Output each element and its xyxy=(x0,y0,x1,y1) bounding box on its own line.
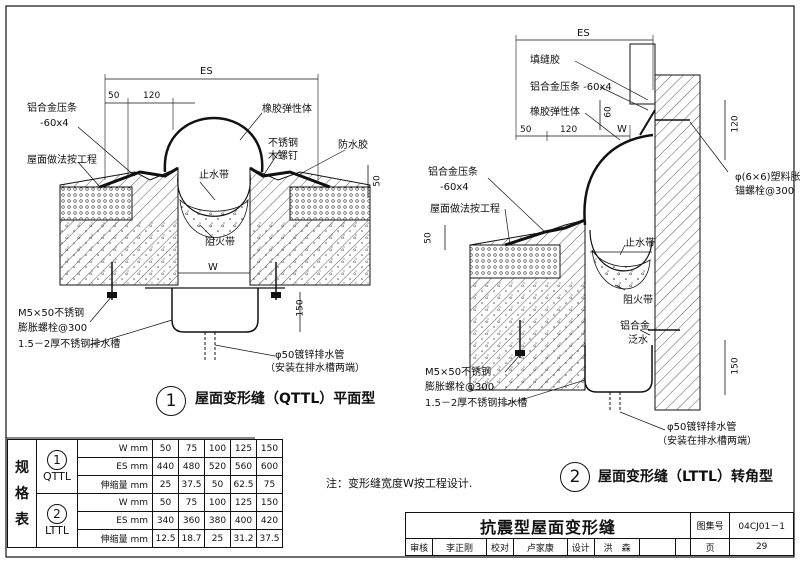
left-dim-right-50: 50 xyxy=(372,175,383,187)
left-label-water-stop: 止水带 xyxy=(199,170,229,181)
left-label-fire-glue: 防水胶 xyxy=(338,140,368,151)
spec-group-qttl: 1 QTTL xyxy=(36,439,78,494)
right-label-al-strip-size: -60x4 xyxy=(440,182,469,193)
right-caption: 屋面变形缝（LTTL）转角型 xyxy=(598,469,773,485)
right-label-al-flash-line1: 铝合金 xyxy=(620,321,650,332)
right-label-plastic-line1: φ(6×6)塑料胀 xyxy=(735,172,800,183)
page-number: 29 xyxy=(729,538,794,556)
atlas-label: 图集号 xyxy=(689,512,731,539)
right-dim-v120: 120 xyxy=(730,115,741,133)
title-block: 抗震型屋面变形缝 图集号 04CJ01－1 审核 李正刚 校对 卢家康 设计 洪… xyxy=(404,512,794,556)
designer-signature xyxy=(639,538,676,556)
right-dim-120: 120 xyxy=(560,125,578,135)
left-dim-150: 150 xyxy=(295,299,306,317)
left-label-bolt-line2: 膨胀螺栓@300 xyxy=(18,323,88,334)
note: 注：变形缝宽度W按工程设计. xyxy=(326,477,473,490)
designer-name: 洪 森 xyxy=(593,538,641,556)
left-label-rubber: 橡胶弹性体 xyxy=(262,104,312,115)
right-dim-es: ES xyxy=(577,28,590,39)
left-label-al-strip: 铝合金压条 xyxy=(27,103,77,114)
left-label-wood-screw: 木螺钉 xyxy=(268,151,298,162)
right-caption-number: 2 xyxy=(560,462,590,492)
right-label-al-strip-top: 铝合金压条 -60x4 xyxy=(530,82,612,93)
right-label-roof-work: 屋面做法按工程 xyxy=(430,204,500,215)
right-detail-drawing xyxy=(444,35,729,431)
right-label-plastic-line2: 锚螺栓@300 xyxy=(735,186,795,197)
left-label-al-strip-size: -60x4 xyxy=(40,118,69,129)
left-label-bolt-line1: M5×50不锈钢 xyxy=(18,308,85,319)
right-dim-50: 50 xyxy=(520,125,532,135)
spec-side-title: 规 格 表 xyxy=(7,439,37,548)
sheet-border xyxy=(5,5,795,558)
right-label-gutter: 1.5－2厚不锈钢排水槽 xyxy=(425,398,528,409)
drawing-title: 抗震型屋面变形缝 xyxy=(405,512,691,539)
spec-table: 规 格 表 1 QTTL W mm 50 75 100 125 150 ES m… xyxy=(7,439,283,548)
right-label-filler: 填缝胶 xyxy=(530,55,560,66)
left-caption-number: 1 xyxy=(156,386,186,416)
left-dim-50: 50 xyxy=(108,91,120,101)
right-dim-60: 60 xyxy=(603,106,614,118)
reviewer-name: 李正刚 xyxy=(432,538,487,556)
checker-name: 卢家康 xyxy=(513,538,568,556)
right-dim-150: 150 xyxy=(730,357,741,375)
right-dim-w: W xyxy=(617,124,627,135)
left-label-gutter: 1.5－2厚不锈钢排水槽 xyxy=(18,339,121,350)
left-label-fire-stop: 阻火带 xyxy=(205,237,235,248)
left-label-stainless: 不锈钢 xyxy=(268,138,298,149)
left-dim-w: W xyxy=(208,262,218,273)
left-dim-120: 120 xyxy=(143,91,161,101)
right-dim-left-50: 50 xyxy=(423,232,434,244)
right-label-water-stop: 止水带 xyxy=(625,238,655,249)
atlas-number: 04CJ01－1 xyxy=(729,512,794,539)
spec-group-lttl: 2 LTTL xyxy=(36,493,78,548)
left-detail-drawing xyxy=(59,74,371,362)
right-label-pipe-line2: （安装在排水槽两端） xyxy=(657,436,757,447)
left-label-pipe-line2: （安装在排水槽两端） xyxy=(265,363,365,374)
right-label-pipe-line1: φ50镀锌排水管 xyxy=(667,422,737,433)
left-dim-es: ES xyxy=(200,66,213,77)
page-label: 页 xyxy=(689,538,731,556)
left-caption: 屋面变形缝（QTTL）平面型 xyxy=(195,391,376,407)
right-label-al-strip: 铝合金压条 xyxy=(428,167,478,178)
right-label-rubber: 橡胶弹性体 xyxy=(530,107,580,118)
left-label-pipe-line1: φ50镀锌排水管 xyxy=(275,350,345,361)
right-label-bolt-line2: 膨胀螺栓@300 xyxy=(425,382,495,393)
right-label-fire-stop: 阻火带 xyxy=(623,295,653,306)
right-label-al-flash-line2: 泛水 xyxy=(628,335,648,346)
left-label-roof-work: 屋面做法按工程 xyxy=(27,155,97,166)
right-label-bolt-line1: M5×50不锈钢 xyxy=(425,367,492,378)
